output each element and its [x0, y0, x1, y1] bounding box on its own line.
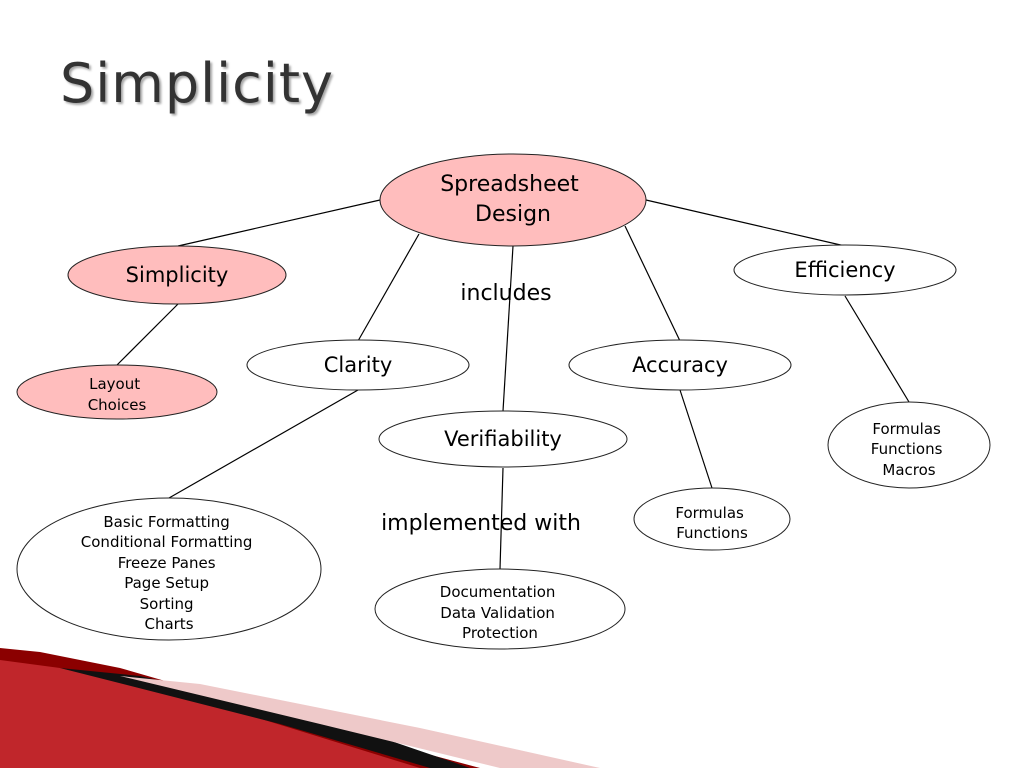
corner-swoosh-decoration — [0, 648, 600, 768]
node-layout-choices: Layout Choices — [16, 364, 218, 420]
node-formatting: Basic Formatting Conditional Formatting … — [16, 497, 322, 641]
node-simplicity-label: Simplicity — [126, 263, 229, 287]
node-documentation-shape — [374, 568, 626, 650]
node-efficiency-label: Efficiency — [794, 258, 895, 282]
edge-root-simplicity — [177, 199, 381, 247]
node-formatting-line: Page Setup — [124, 574, 209, 592]
node-accuracy-label: Accuracy — [632, 353, 728, 377]
edge-accuracy-formulas — [679, 389, 713, 489]
node-formatting-line: Charts — [144, 615, 193, 633]
node-formatting-line: Conditional Formatting — [81, 533, 253, 551]
node-documentation-line: Documentation — [440, 583, 556, 601]
node-accuracy-detail-shape — [633, 487, 791, 551]
node-accuracy-detail: Formulas Functions — [633, 487, 791, 551]
swoosh-black-stripe — [60, 668, 470, 768]
node-accuracy-detail-line: Formulas — [675, 504, 744, 522]
node-verifiability: Verifiability — [378, 410, 628, 468]
node-clarity-shape — [246, 339, 470, 391]
node-documentation: Documentation Data Validation Protection — [374, 568, 626, 650]
node-efficiency-detail: Formulas Functions Macros — [827, 401, 991, 489]
edge-root-accuracy — [624, 225, 681, 342]
node-efficiency: Efficiency — [733, 244, 957, 296]
node-layout-choices-shape — [16, 364, 218, 420]
node-efficiency-shape — [733, 244, 957, 296]
node-efficiency-detail-shape — [827, 401, 991, 489]
node-spreadsheet-design-label: Spreadsheet Design — [440, 172, 586, 227]
node-verifiability-label: Verifiability — [444, 427, 562, 451]
node-documentation-label: Documentation Data Validation Protection — [440, 583, 560, 642]
node-verifiability-shape — [378, 410, 628, 468]
connector-includes-label: includes — [460, 281, 551, 306]
swoosh-pale-band — [120, 676, 600, 768]
node-layout-choices-line: Choices — [88, 396, 147, 414]
node-layout-choices-label: Layout Choices — [88, 375, 147, 414]
node-accuracy-detail-label: Formulas Functions — [675, 504, 748, 542]
edge-root-verifiability — [502, 245, 514, 412]
node-simplicity-shape — [67, 245, 287, 305]
node-spreadsheet-design: Spreadsheet Design — [379, 153, 647, 247]
node-formatting-line: Freeze Panes — [118, 554, 216, 572]
node-efficiency-detail-label: Formulas Functions Macros — [871, 420, 947, 479]
node-formatting-line: Sorting — [140, 595, 194, 613]
node-clarity-label: Clarity — [324, 353, 393, 377]
edge-root-clarity — [357, 233, 420, 342]
node-accuracy: Accuracy — [568, 339, 792, 391]
node-spreadsheet-design-line: Design — [475, 202, 551, 227]
edge-efficiency-formulas — [844, 295, 910, 403]
node-formatting-shape — [16, 497, 322, 641]
node-efficiency-detail-line: Formulas — [872, 420, 941, 438]
edge-clarity-formatting — [168, 389, 359, 499]
connector-implemented-with-label: implemented with — [381, 511, 581, 536]
node-documentation-line: Protection — [462, 624, 538, 642]
node-accuracy-detail-line: Functions — [676, 524, 748, 542]
node-simplicity: Simplicity — [67, 245, 287, 305]
node-accuracy-shape — [568, 339, 792, 391]
node-spreadsheet-design-shape — [379, 153, 647, 247]
edge-verifiability-documentation — [499, 467, 504, 570]
swoosh-red-band — [0, 660, 420, 768]
page-title: Simplicity — [60, 52, 334, 115]
node-spreadsheet-design-line: Spreadsheet — [440, 172, 579, 197]
node-formatting-line: Basic Formatting — [103, 513, 229, 531]
node-clarity: Clarity — [246, 339, 470, 391]
node-efficiency-detail-line: Functions — [871, 440, 943, 458]
edge-simplicity-layout — [116, 303, 179, 366]
edge-root-efficiency — [645, 199, 846, 247]
node-layout-choices-line: Layout — [89, 375, 140, 393]
node-documentation-line: Data Validation — [440, 604, 555, 622]
edges — [116, 199, 910, 570]
node-efficiency-detail-line: Macros — [882, 461, 935, 479]
node-formatting-label: Basic Formatting Conditional Formatting … — [81, 513, 257, 633]
